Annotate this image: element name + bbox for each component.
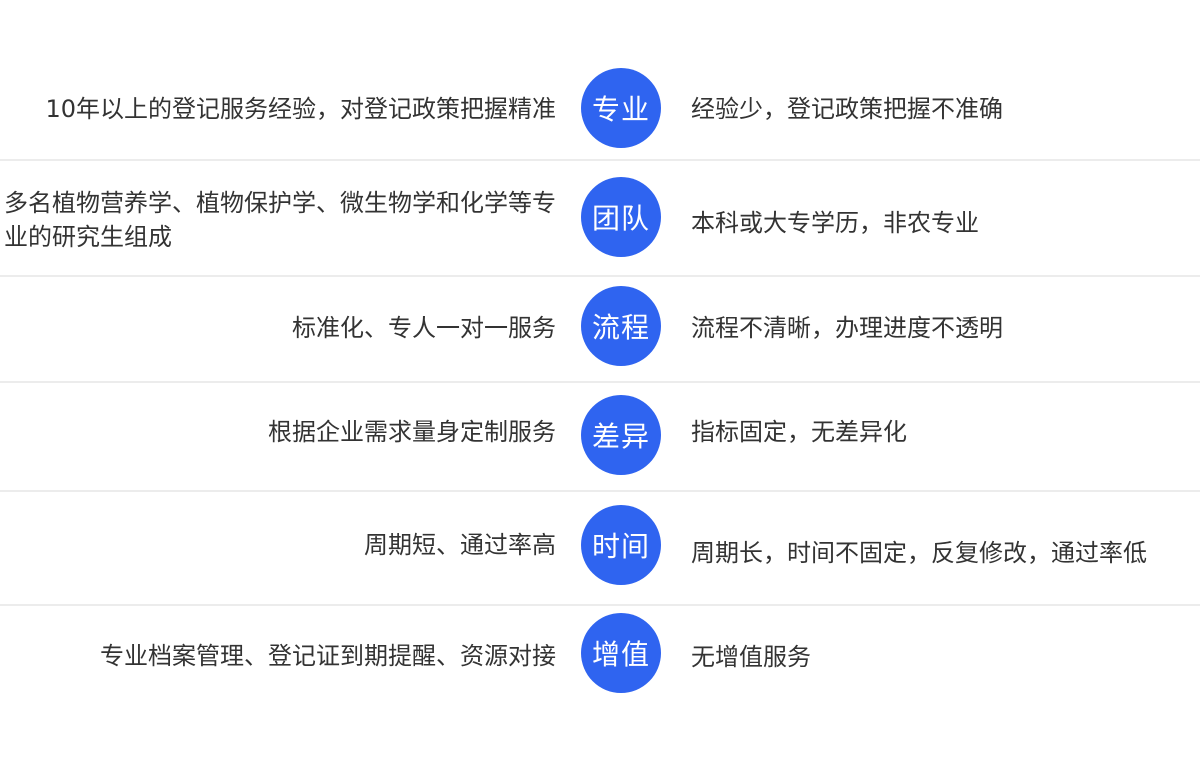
row-divider [0, 275, 1200, 277]
category-badge-value-added: 增值 [581, 613, 661, 693]
category-badge-team: 团队 [581, 177, 661, 257]
row-divider [0, 381, 1200, 383]
competitor-weakness-text: 经验少，登记政策把握不准确 [691, 95, 1003, 123]
our-advantage-text: 根据企业需求量身定制服务 [268, 418, 556, 446]
competitor-weakness-text: 本科或大专学历，非农专业 [691, 209, 979, 237]
our-advantage-text: 标准化、专人一对一服务 [292, 314, 556, 342]
competitor-weakness-text: 指标固定，无差异化 [691, 418, 907, 446]
our-advantage-text: 专业档案管理、登记证到期提醒、资源对接 [100, 642, 556, 670]
category-badge-professional: 专业 [581, 68, 661, 148]
category-badge-time: 时间 [581, 505, 661, 585]
competitor-weakness-text: 周期长，时间不固定，反复修改，通过率低 [691, 539, 1147, 567]
competitor-weakness-text: 无增值服务 [691, 643, 811, 671]
our-advantage-text: 周期短、通过率高 [364, 531, 556, 559]
our-advantage-text: 10年以上的登记服务经验，对登记政策把握精准 [45, 95, 556, 123]
row-divider [0, 604, 1200, 606]
category-badge-difference: 差异 [581, 395, 661, 475]
category-badge-process: 流程 [581, 286, 661, 366]
row-divider [0, 490, 1200, 492]
row-divider [0, 159, 1200, 161]
our-advantage-text: 多名植物营养学、植物保护学、微生物学和化学等专业的研究生组成 [4, 189, 556, 251]
competitor-weakness-text: 流程不清晰，办理进度不透明 [691, 314, 1003, 342]
